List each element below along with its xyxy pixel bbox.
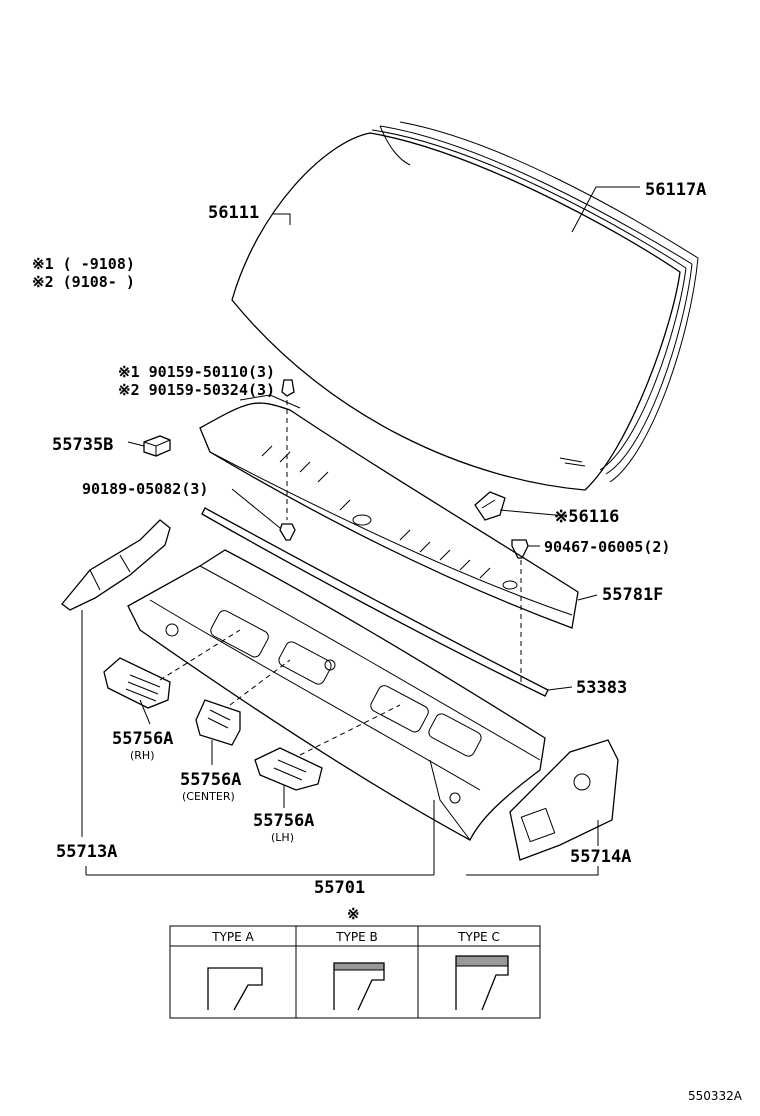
clip-90189 xyxy=(279,523,296,541)
table-mark: ※ xyxy=(347,905,360,923)
table-header-type-b: TYPE B xyxy=(335,930,378,944)
label-56111: 56111 xyxy=(208,203,259,223)
assembly-lines xyxy=(159,400,522,756)
table-header-type-c: TYPE C xyxy=(457,930,500,944)
note-1: ※1 ( -9108) xyxy=(32,255,135,273)
label-53383: 53383 xyxy=(576,678,627,698)
type-c-profile xyxy=(455,955,509,1011)
label-55756A-rh-sub: (RH) xyxy=(130,749,155,762)
note-2: ※2 (9108- ) xyxy=(32,273,135,291)
clip-90159 xyxy=(281,379,295,397)
bracket-56116 xyxy=(474,491,506,521)
label-56117A: 56117A xyxy=(645,180,706,200)
table-header-type-a: TYPE A xyxy=(211,930,254,944)
leader-lines xyxy=(81,186,640,876)
screen-center xyxy=(195,699,241,746)
clip-90467 xyxy=(511,539,529,559)
label-55756A-rh: 55756A xyxy=(112,729,173,749)
screen-rh xyxy=(103,657,171,709)
label-55714A: 55714A xyxy=(570,847,631,867)
diagram-id: 550332A xyxy=(688,1089,743,1103)
screen-lh xyxy=(254,747,323,791)
label-90189: 90189-05082(3) xyxy=(82,480,208,498)
side-extension-lh xyxy=(509,739,619,861)
side-extension-rh xyxy=(61,519,171,611)
label-56116: ※56116 xyxy=(554,507,619,527)
type-a-profile xyxy=(207,967,263,1011)
label-90159-a: ※1 90159-50110(3) xyxy=(118,363,275,381)
type-table: ※ TYPE A TYPE B TYPE C xyxy=(169,905,541,1019)
label-55756A-lh: 55756A xyxy=(253,811,314,831)
label-55701: 55701 xyxy=(314,878,365,898)
label-55756A-center: 55756A xyxy=(180,770,241,790)
pad-55735B xyxy=(143,435,171,457)
type-b-profile xyxy=(333,962,385,1011)
label-55713A: 55713A xyxy=(56,842,117,862)
label-55756A-lh-sub: (LH) xyxy=(271,831,294,844)
label-90159-b: ※2 90159-50324(3) xyxy=(118,381,275,399)
label-55781F: 55781F xyxy=(602,585,663,605)
label-55735B: 55735B xyxy=(52,435,113,455)
cowl-panel xyxy=(127,549,546,841)
weatherstrip xyxy=(201,507,549,697)
cowl-louver xyxy=(199,394,579,629)
label-55756A-center-sub: (CENTER) xyxy=(182,790,235,803)
louver-slots xyxy=(261,445,518,590)
windshield-moulding xyxy=(399,121,699,483)
label-90467: 90467-06005(2) xyxy=(544,538,670,556)
windshield-glass xyxy=(231,125,693,491)
